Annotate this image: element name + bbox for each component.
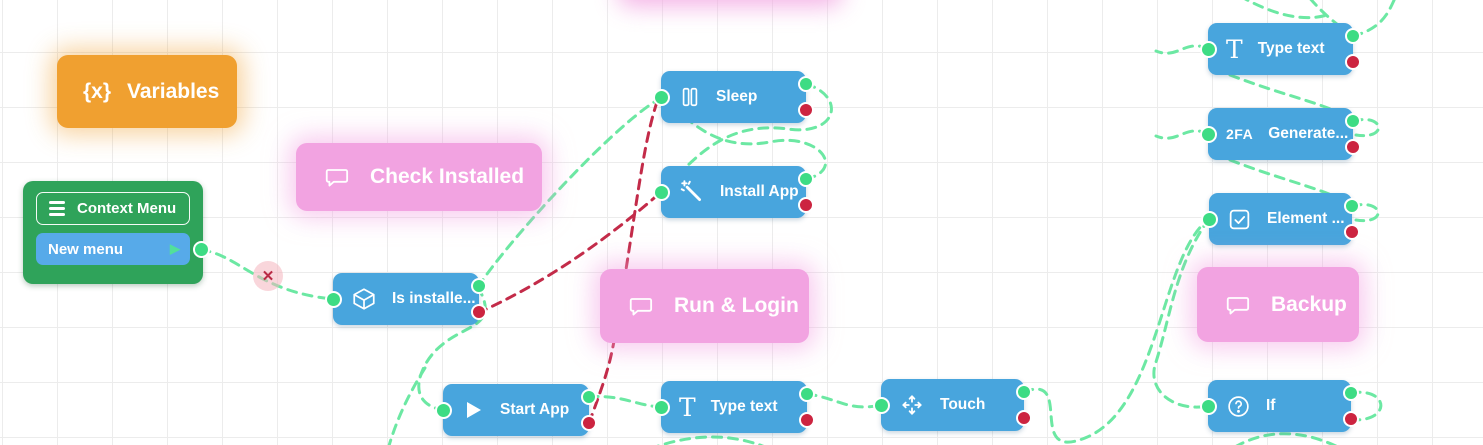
node-touch[interactable]: Touch xyxy=(881,379,1024,431)
fail-port-generate-2fa[interactable] xyxy=(1345,139,1361,155)
success-port-generate-2fa[interactable] xyxy=(1345,113,1361,129)
text-t-icon: T xyxy=(679,392,696,422)
node-variables[interactable]: {x}Variables xyxy=(57,55,237,128)
input-port-generate-2fa[interactable] xyxy=(1199,125,1217,143)
braces-x-icon: {x} xyxy=(83,79,112,103)
node-install-app[interactable]: Install App xyxy=(661,166,806,218)
play-icon xyxy=(461,398,485,422)
success-port-type-text-bottom[interactable] xyxy=(799,386,815,402)
edge-green-7[interactable] xyxy=(805,392,883,409)
success-port-touch[interactable] xyxy=(1016,384,1032,400)
pause-icon xyxy=(679,85,701,109)
offscreen-node-glow xyxy=(618,0,842,6)
fail-port-start-app[interactable] xyxy=(581,415,597,431)
node-run-login[interactable]: Run & Login xyxy=(600,269,809,343)
success-port-is-installed[interactable] xyxy=(471,278,487,294)
edge-red-23[interactable] xyxy=(587,97,660,425)
node-backup[interactable]: Backup xyxy=(1197,267,1359,342)
fail-port-install-app[interactable] xyxy=(798,197,814,213)
node-element[interactable]: Element ... xyxy=(1209,193,1352,245)
node-check-installed[interactable]: Check Installed xyxy=(296,143,542,211)
menu-item-new-menu[interactable]: New menu▶ xyxy=(36,233,190,265)
input-port-element[interactable] xyxy=(1200,210,1218,228)
fail-port-element[interactable] xyxy=(1344,224,1360,240)
fail-port-is-installed[interactable] xyxy=(471,304,487,320)
cube-icon xyxy=(351,286,377,312)
question-circle-icon xyxy=(1226,394,1251,419)
success-port-sleep[interactable] xyxy=(798,76,814,92)
comment-icon xyxy=(322,163,352,191)
node-if[interactable]: If xyxy=(1208,380,1351,432)
edge-green-9[interactable] xyxy=(1022,217,1211,444)
comment-icon xyxy=(626,292,656,320)
connection-error-marker[interactable]: ✕ xyxy=(253,261,283,291)
input-port-sleep[interactable] xyxy=(652,88,670,106)
input-port-type-text-bottom[interactable] xyxy=(652,398,670,416)
input-port-is-installed[interactable] xyxy=(324,290,342,308)
group-header: Context Menu xyxy=(36,192,190,225)
fail-port-touch[interactable] xyxy=(1016,410,1032,426)
input-port-touch[interactable] xyxy=(872,396,890,414)
edge-green-8[interactable] xyxy=(650,435,772,445)
success-port-if[interactable] xyxy=(1343,385,1359,401)
edge-green-3[interactable] xyxy=(387,366,427,445)
move-icon xyxy=(899,392,925,418)
success-port-type-text-top[interactable] xyxy=(1345,28,1361,44)
text-t-icon: T xyxy=(1226,34,1243,64)
play-triangle-icon: ▶ xyxy=(170,241,180,256)
menu-icon xyxy=(49,201,65,216)
edge-green-6[interactable] xyxy=(587,395,663,409)
fail-port-type-text-bottom[interactable] xyxy=(799,412,815,428)
fail-port-type-text-top[interactable] xyxy=(1345,54,1361,70)
output-port-context-menu[interactable] xyxy=(192,240,210,258)
comment-icon xyxy=(1223,291,1253,319)
input-port-if[interactable] xyxy=(1199,397,1217,415)
2fa-icon: 2FA xyxy=(1226,126,1254,142)
input-port-type-text-top[interactable] xyxy=(1199,40,1217,58)
wand-icon xyxy=(679,179,705,205)
input-port-install-app[interactable] xyxy=(652,183,670,201)
fail-port-if[interactable] xyxy=(1343,411,1359,427)
checkbox-icon xyxy=(1227,207,1252,232)
input-port-start-app[interactable] xyxy=(434,401,452,419)
edge-green-12[interactable] xyxy=(1235,432,1342,445)
success-port-install-app[interactable] xyxy=(798,171,814,187)
node-start-app[interactable]: Start App xyxy=(443,384,589,436)
fail-port-sleep[interactable] xyxy=(798,102,814,118)
node-is-installed[interactable]: Is installe... xyxy=(333,273,479,325)
success-port-element[interactable] xyxy=(1344,198,1360,214)
node-sleep[interactable]: Sleep xyxy=(661,71,806,123)
edge-green-15[interactable] xyxy=(1240,0,1332,20)
success-port-start-app[interactable] xyxy=(581,389,597,405)
